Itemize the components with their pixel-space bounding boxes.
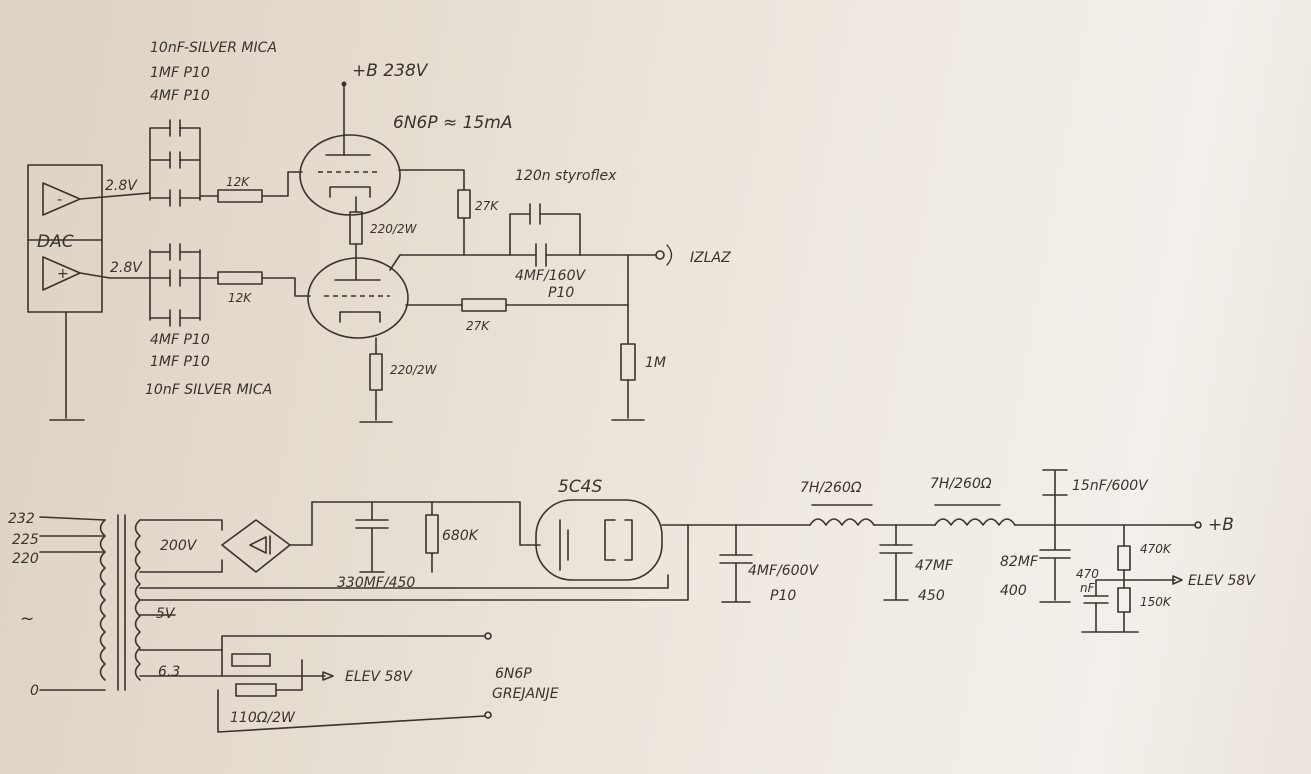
cap-bottom-line3: 10nF SILVER MICA bbox=[145, 382, 272, 398]
r12k-bottom-label: 12K bbox=[228, 291, 252, 305]
elev-in-label: ELEV 58V bbox=[345, 669, 413, 685]
cap-15nf bbox=[1042, 469, 1068, 526]
resistor-27k-top bbox=[457, 189, 471, 219]
plus-b-label: +B bbox=[1208, 515, 1234, 535]
dac-minus-voltage: 2.8V bbox=[105, 178, 138, 194]
output-label: IZLAZ bbox=[690, 250, 731, 266]
svg-text:-: - bbox=[57, 192, 62, 208]
cap-bank-top bbox=[169, 119, 181, 207]
resistor-heater-top bbox=[231, 653, 271, 667]
output-cap-type: P10 bbox=[548, 285, 574, 301]
c47-voltage: 450 bbox=[918, 588, 945, 604]
c4mf-type: P10 bbox=[770, 588, 796, 604]
c4mf-label: 4MF/600V bbox=[748, 563, 819, 579]
output-jack bbox=[655, 250, 665, 260]
resistor-680k bbox=[425, 514, 439, 554]
r220-bottom-label: 220/2W bbox=[390, 363, 438, 377]
resistor-150k bbox=[1117, 587, 1131, 613]
c330-label: 330MF/450 bbox=[337, 575, 415, 591]
resistor-12k-bottom bbox=[217, 271, 263, 285]
dac-box bbox=[27, 164, 103, 313]
cap-top-line1: 10nF-SILVER MICA bbox=[150, 40, 277, 56]
v5-label: 5V bbox=[156, 606, 176, 622]
dac-label: DAC bbox=[37, 232, 74, 252]
r220-top-label: 220/2W bbox=[370, 222, 418, 236]
dac-minus-opamp bbox=[42, 182, 81, 216]
c82-voltage: 400 bbox=[1000, 583, 1027, 599]
styroflex-label: 120n styroflex bbox=[515, 168, 617, 184]
ac-symbol: ~ bbox=[20, 609, 34, 629]
r150k-label: 150K bbox=[1140, 595, 1172, 609]
cap-top-line3: 4MF P10 bbox=[150, 88, 210, 104]
tube-top-label: 6N6P ≈ 15mA bbox=[393, 113, 512, 133]
tap-225: 225 bbox=[12, 532, 39, 548]
tube-6n6p-bottom bbox=[307, 257, 409, 339]
elev-out-label: ELEV 58V bbox=[1188, 573, 1256, 589]
choke-2 bbox=[934, 518, 1016, 526]
resistor-27k-bottom bbox=[461, 298, 507, 312]
dac-plus-voltage: 2.8V bbox=[110, 260, 143, 276]
cap-82mf bbox=[1039, 524, 1071, 603]
r12k-top-label: 12K bbox=[226, 175, 250, 189]
choke1-label: 7H/260Ω bbox=[800, 480, 862, 496]
cap-top-line2: 1MF P10 bbox=[150, 65, 210, 81]
b-plus-label: +B 238V bbox=[352, 61, 429, 81]
transformer-primary bbox=[99, 519, 106, 681]
v63-label: 6.3 bbox=[158, 664, 180, 680]
resistor-220-top bbox=[349, 211, 363, 245]
cap-bottom-line1: 4MF P10 bbox=[150, 332, 210, 348]
tube-6n6p-top bbox=[299, 134, 401, 216]
cap-bank-bottom bbox=[169, 243, 181, 327]
tap-232: 232 bbox=[8, 511, 35, 527]
cap-4mf-600v bbox=[719, 524, 753, 603]
tap-220: 220 bbox=[12, 551, 39, 567]
resistor-220-bottom bbox=[369, 353, 383, 391]
cap-bottom-line2: 1MF P10 bbox=[150, 354, 210, 370]
output-cap bbox=[535, 243, 547, 267]
choke-1 bbox=[809, 518, 875, 526]
resistor-1m bbox=[620, 343, 636, 381]
c82-label: 82MF bbox=[1000, 554, 1039, 570]
dac-plus-opamp bbox=[42, 256, 81, 291]
c15n-label: 15nF/600V bbox=[1072, 478, 1149, 494]
c47-label: 47MF bbox=[915, 558, 954, 574]
heater-tube-label: 6N6P bbox=[495, 666, 532, 682]
r1m-label: 1M bbox=[645, 355, 666, 371]
c470-label: 470 bbox=[1076, 567, 1099, 581]
resistor-110 bbox=[235, 683, 277, 697]
resistor-12k-top bbox=[217, 189, 263, 203]
c470-unit: nF bbox=[1080, 581, 1096, 595]
r680-label: 680K bbox=[442, 528, 480, 544]
svg-text:+: + bbox=[57, 266, 69, 282]
r27k-bottom-label: 27K bbox=[466, 319, 490, 333]
zero-tap: 0 bbox=[30, 683, 39, 699]
rect-tube-label: 5C4S bbox=[558, 477, 603, 497]
output-cap-label: 4MF/160V bbox=[515, 268, 586, 284]
rectifier-5c4s bbox=[535, 499, 663, 581]
bridge-rectifier bbox=[221, 519, 291, 573]
r110-label: 110Ω/2W bbox=[230, 710, 296, 726]
r470k-label: 470K bbox=[1140, 542, 1172, 556]
cap-47mf bbox=[879, 524, 913, 601]
r27k-top-label: 27K bbox=[475, 199, 499, 213]
heater-word-label: GREJANJE bbox=[492, 686, 559, 702]
resistor-470k bbox=[1117, 545, 1131, 571]
choke2-label: 7H/260Ω bbox=[930, 476, 992, 492]
cap-470nf bbox=[1081, 579, 1125, 633]
v200-label: 200V bbox=[160, 538, 198, 554]
